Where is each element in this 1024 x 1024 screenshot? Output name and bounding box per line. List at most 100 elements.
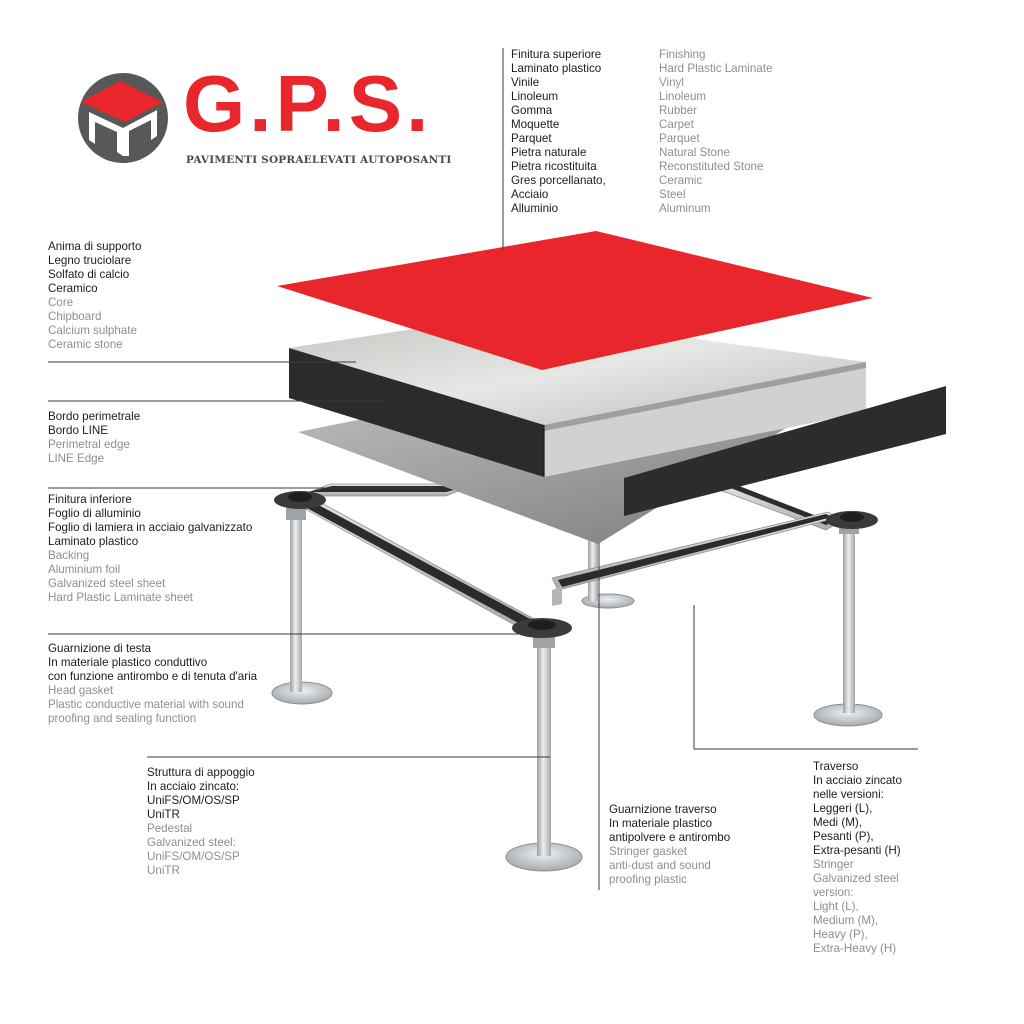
label-line: Foglio di alluminio xyxy=(48,507,141,520)
finishing-layer xyxy=(277,231,873,370)
label-line: In acciaio zincato xyxy=(813,774,902,787)
label-line: version: xyxy=(813,886,854,899)
label-line: Galvanized steel: xyxy=(147,836,236,849)
callout-edge: Bordo perimetrale Bordo LINE Perimetral … xyxy=(48,410,140,466)
label-line: Legno truciolare xyxy=(48,254,132,267)
leader-stringer xyxy=(693,605,918,750)
label-line: con funzione antirombo e di tenuta d'ari… xyxy=(48,670,258,683)
label-line: In acciaio zincato: xyxy=(147,780,240,793)
label-line: UniFS/OM/OS/SP xyxy=(147,794,240,807)
label-line: Extra-Heavy (H) xyxy=(813,942,897,955)
label-line: Aluminum xyxy=(659,202,711,215)
label-line: Parquet xyxy=(511,132,552,145)
label-line: In materiale plastico xyxy=(609,817,713,830)
label-line: Linoleum xyxy=(659,90,707,103)
label-line: Bordo perimetrale xyxy=(48,410,141,423)
label-line: Calcium sulphate xyxy=(48,324,137,337)
callout-core: Anima di supporto Legno truciolare Solfa… xyxy=(48,240,141,352)
core-panel xyxy=(289,314,866,477)
label-line: Anima di supporto xyxy=(48,240,142,253)
label-line: Linoleum xyxy=(511,90,559,103)
label-line: Extra-pesanti (H) xyxy=(813,844,901,857)
label-line: Solfato di calcio xyxy=(48,268,130,281)
brand-tagline: PAVIMENTI SOPRAELEVATI AUTOPOSANTI xyxy=(186,154,452,166)
callout-stringer-gasket: Guarnizione traverso In materiale plasti… xyxy=(609,803,730,887)
label-line: Core xyxy=(48,296,74,309)
label-line: Light (L), xyxy=(813,900,859,913)
label-line: Backing xyxy=(48,549,90,562)
label-line: Alluminio xyxy=(511,202,559,215)
pedestal-front-left xyxy=(271,508,333,705)
label-line: UniTR xyxy=(147,864,180,877)
label-line: Stringer xyxy=(813,858,854,871)
label-line: Galvanized steel xyxy=(813,872,899,885)
label-line: Finitura inferiore xyxy=(48,493,132,506)
label-line: Traverso xyxy=(813,760,859,773)
brand-title: G.P.S. xyxy=(183,59,433,148)
label-line: Pietra ricostituita xyxy=(511,160,597,173)
label-line: Parquet xyxy=(659,132,700,145)
pedestal-back-right xyxy=(581,525,635,609)
pedestal-right xyxy=(813,524,883,727)
label-line: Pedestal xyxy=(147,822,193,835)
label-line: Guarnizione traverso xyxy=(609,803,717,816)
label-line: Acciaio xyxy=(511,188,549,201)
label-line: Reconstituted Stone xyxy=(659,160,764,173)
label-line: Gomma xyxy=(511,104,553,117)
label-line: Ceramic stone xyxy=(48,338,123,351)
label-line: Aluminium foil xyxy=(48,563,121,576)
label-line: Heavy (P), xyxy=(813,928,868,941)
label-line: Pesanti (P), xyxy=(813,830,874,843)
label-line: proofing plastic xyxy=(609,873,687,886)
label-line: Finishing xyxy=(659,48,706,61)
head-gasket-front xyxy=(512,618,572,638)
label-line: Laminato plastico xyxy=(511,62,602,75)
pedestal-front xyxy=(505,636,583,872)
label-line: Galvanized steel sheet xyxy=(48,577,166,590)
label-line: Plastic conductive material with sound xyxy=(48,698,244,711)
head-gasket-back-left xyxy=(274,491,326,509)
label-line: antipolvere e antirombo xyxy=(609,831,731,844)
label-line: Perimetral edge xyxy=(48,438,130,451)
label-line: Steel xyxy=(659,188,686,201)
label-line: In materiale plastico conduttivo xyxy=(48,656,208,669)
label-line: Gres porcellanato, xyxy=(511,174,606,187)
label-line: Head gasket xyxy=(48,684,114,697)
label-line: Vinyl xyxy=(659,76,684,89)
label-line: Laminato plastico xyxy=(48,535,139,548)
callout-finishing-en: Finishing Hard Plastic Laminate Vinyl Li… xyxy=(659,48,772,216)
callout-pedestal: Struttura di appoggio In acciaio zincato… xyxy=(147,766,255,878)
stringer-front-left xyxy=(299,499,537,629)
label-line: Struttura di appoggio xyxy=(147,766,255,779)
label-line: Moquette xyxy=(511,118,560,131)
label-line: Hard Plastic Laminate xyxy=(659,62,773,75)
leader-lines xyxy=(48,48,918,890)
label-line: Finitura superiore xyxy=(511,48,602,61)
label-line: Rubber xyxy=(659,104,698,117)
label-line: Ceramic xyxy=(659,174,703,187)
label-line: Medi (M), xyxy=(813,816,862,829)
callout-head-gasket: Guarnizione di testa In materiale plasti… xyxy=(48,642,257,726)
label-line: Vinile xyxy=(511,76,540,89)
label-line: Stringer gasket xyxy=(609,845,687,858)
label-line: anti-dust and sound xyxy=(609,859,711,872)
label-line: Ceramico xyxy=(48,282,98,295)
label-line: proofing and sealing function xyxy=(48,712,197,725)
label-line: Carpet xyxy=(659,118,694,131)
callout-backing: Finitura inferiore Foglio di alluminio F… xyxy=(48,493,252,605)
label-line: UniTR xyxy=(147,808,180,821)
label-line: Guarnizione di testa xyxy=(48,642,152,655)
label-line: Leggeri (L), xyxy=(813,802,873,815)
label-line: Natural Stone xyxy=(659,146,730,159)
callout-stringer: Traverso In acciaio zincato nelle versio… xyxy=(813,760,902,956)
label-line: Chipboard xyxy=(48,310,102,323)
head-gasket-right xyxy=(826,511,878,529)
stringer-front-right xyxy=(551,511,837,606)
label-line: UniFS/OM/OS/SP xyxy=(147,850,240,863)
label-line: Medium (M), xyxy=(813,914,879,927)
label-line: Bordo LINE xyxy=(48,424,108,437)
label-line: Hard Plastic Laminate sheet xyxy=(48,591,193,604)
label-line: LINE Edge xyxy=(48,452,105,465)
